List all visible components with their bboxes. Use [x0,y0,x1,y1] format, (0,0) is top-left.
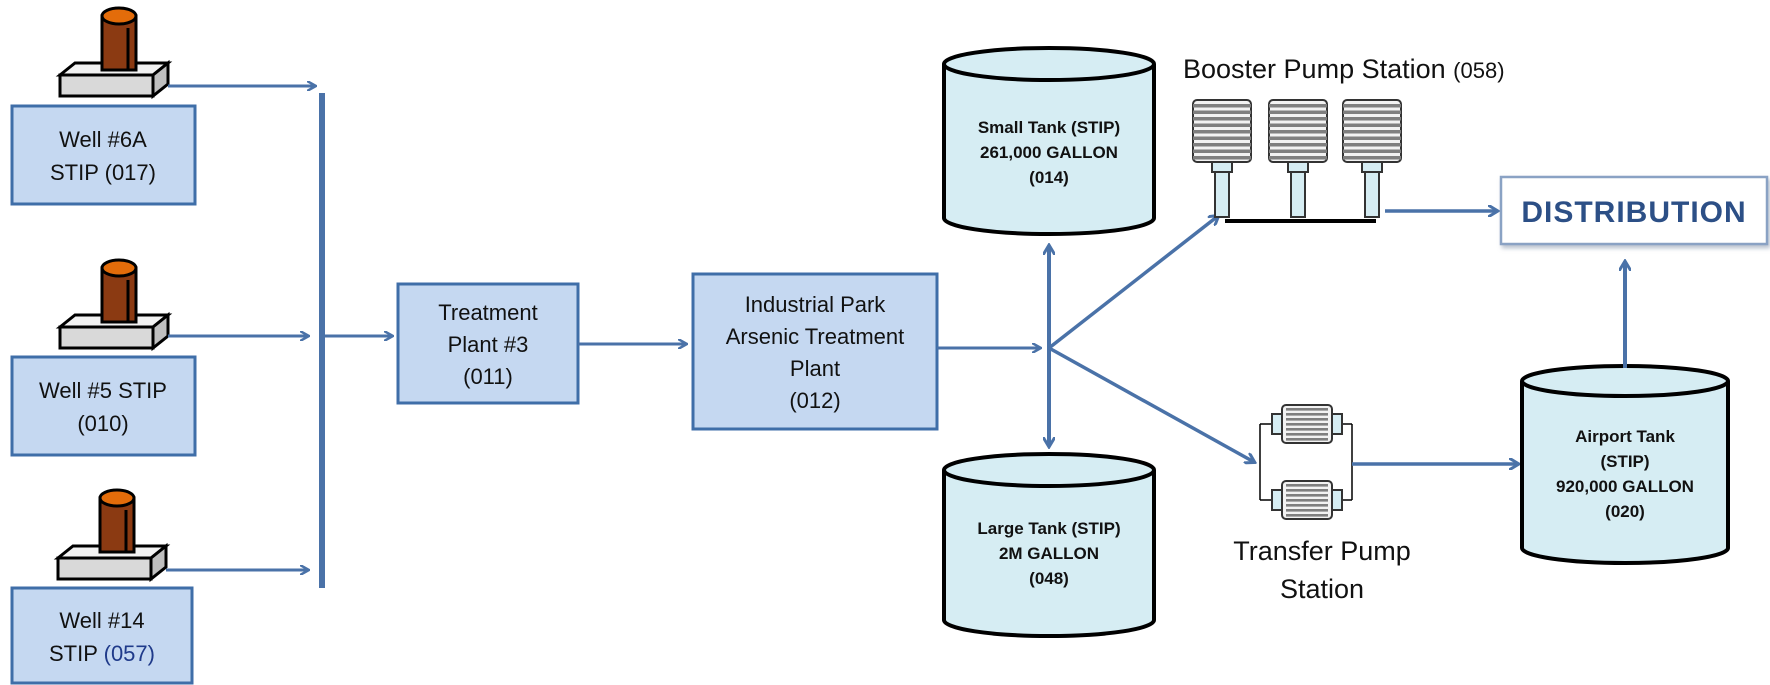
distribution-box [1499,175,1769,246]
small-tank-label-3: (014) [1029,168,1069,187]
large-tank-label-1: Large Tank (STIP) [977,519,1120,538]
junction-connectors [1049,216,1254,462]
small-tank-body [942,64,1156,236]
well-pump-icon [55,258,173,352]
airport-tank-label-4: (020) [1605,502,1645,521]
airport-tank: Airport Tank (STIP) 920,000 GALLON (020) [1520,364,1730,565]
treatment-plant-3-label-2: Plant #3 [448,332,529,357]
booster-pump-unit [1268,99,1328,218]
large-tank-label-3: (048) [1029,569,1069,588]
treatment-plant-3: Treatment Plant #3 (011) [396,282,580,405]
small-tank: Small Tank (STIP) 261,000 GALLON (014) [942,46,1156,236]
well-5: Well #5 STIP (010) [10,258,197,457]
small-tank-label-1: Small Tank (STIP) [978,118,1120,137]
large-tank-label-2: 2M GALLON [999,544,1099,563]
well-14-box [10,586,194,685]
arsenic-plant-label-2: Arsenic Treatment [726,324,905,349]
booster-station-title: Booster Pump Station (058) [1183,54,1505,84]
transfer-station-label-2: Station [1280,574,1364,604]
small-tank-top [942,46,1156,82]
booster-pump-unit [1342,99,1402,218]
well-14-label-2: STIP (057) [49,641,155,666]
arsenic-plant-label-3: Plant [790,356,840,381]
arsenic-plant-box [691,272,939,431]
well-pump-icon [55,6,173,100]
airport-tank-top [1520,364,1730,398]
distribution: DISTRIBUTION [1499,175,1769,246]
junction-to-transfer-arrow [1048,346,1254,462]
transfer-station-label-1: Transfer Pump [1233,536,1411,566]
transfer-pump-unit [1271,480,1343,520]
well-5-label-2: (010) [77,411,128,436]
well-6a: Well #6A STIP (017) [10,6,197,206]
well-6a-label-2: STIP (017) [50,160,156,185]
junction-to-booster-arrow [1047,216,1218,350]
well-connectors [166,86,392,588]
large-tank-top [942,452,1156,488]
arsenic-plant-label-4: (012) [789,388,840,413]
well-14-label-1: Well #14 [59,608,144,633]
airport-tank-body [1520,381,1730,565]
airport-tank-label-2: (STIP) [1600,452,1649,471]
airport-tank-label-1: Airport Tank [1575,427,1675,446]
distribution-label: DISTRIBUTION [1521,196,1746,229]
treatment-plant-3-box [396,282,580,405]
airport-tank-label-3: 920,000 GALLON [1556,477,1694,496]
well-14: Well #14 STIP (057) [10,488,194,685]
treatment-plant-3-label-3: (011) [463,364,513,389]
arsenic-plant-label-1: Industrial Park [745,292,887,317]
transfer-pump-icon [1259,404,1353,520]
small-tank-label-2: 261,000 GALLON [980,143,1118,162]
well-5-label-1: Well #5 STIP [39,378,167,403]
well-5-box [10,355,197,457]
well-pump-icon [53,488,171,583]
booster-pump-icon [1192,99,1402,218]
arsenic-treatment-plant: Industrial Park Arsenic Treatment Plant … [691,272,939,431]
large-tank-body [942,470,1156,638]
transfer-pump-unit [1271,404,1343,444]
treatment-plant-3-label-1: Treatment [438,300,537,325]
well-6a-label-1: Well #6A [59,127,147,152]
booster-pump-unit [1192,99,1252,218]
large-tank: Large Tank (STIP) 2M GALLON (048) [942,452,1156,638]
well-6a-box [10,104,197,206]
